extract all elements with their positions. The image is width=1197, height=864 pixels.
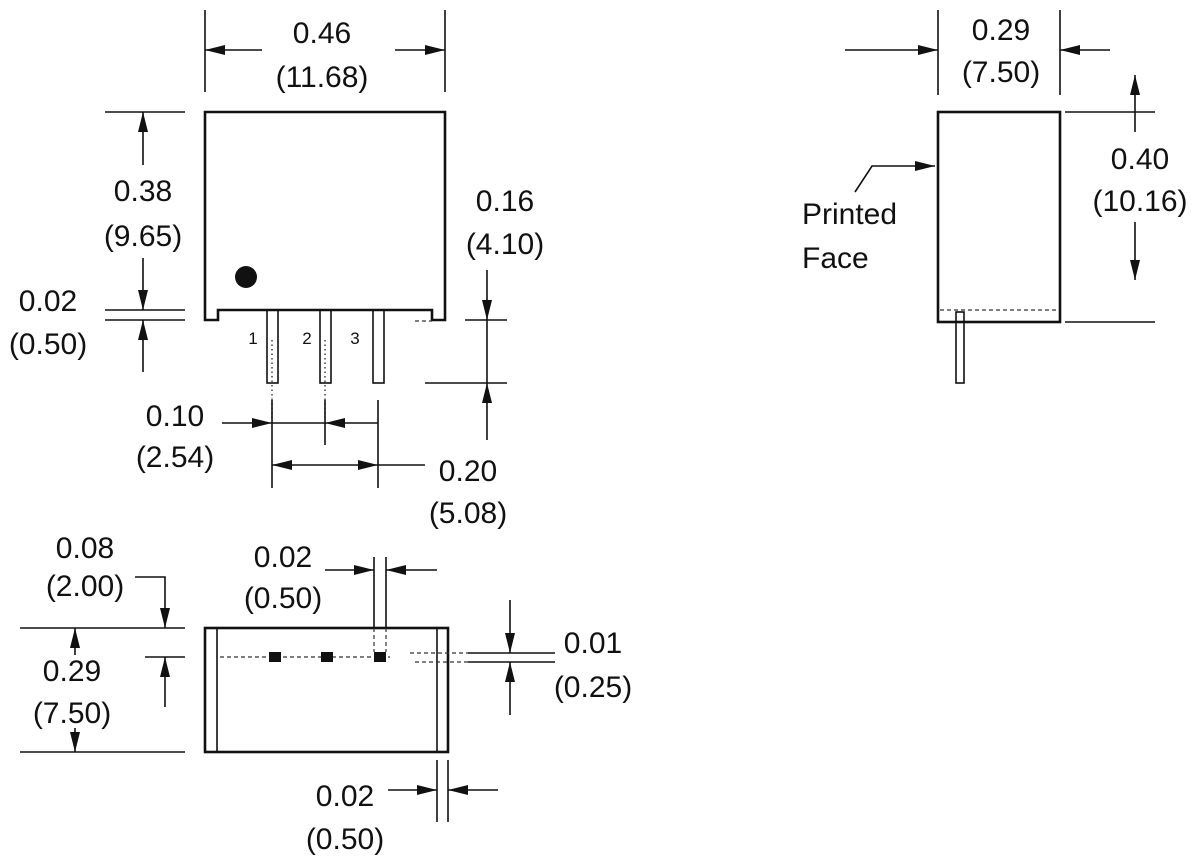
dim-pin-offset-mm: (2.00) [46,570,124,603]
dim-wall-mm: (0.50) [306,823,384,856]
dim-pin-thickness-mm: (0.25) [554,671,632,704]
pin-pad-1 [269,652,281,662]
pin-label-3: 3 [350,329,359,348]
dim-standoff-mm: (0.50) [9,328,87,361]
printed-face-label-2: Face [802,242,869,275]
dim-standoff-in: 0.02 [19,285,77,318]
dim-height-in: 0.38 [114,175,172,208]
dim-pin-thickness-in: 0.01 [564,627,622,660]
dim-pin-offset-in: 0.08 [56,532,114,565]
pins [266,309,432,420]
printed-face-label-1: Printed [802,198,897,231]
dim-pitch-in: 0.10 [146,400,204,433]
dim-depth-in: 0.29 [43,655,101,688]
dim-wall-in: 0.02 [316,780,374,813]
dim-width-mm: (11.68) [276,61,369,94]
dim-pin-length-in: 0.16 [476,185,534,218]
dim-thickness-mm: (7.50) [962,56,1040,89]
top-view: 1 2 3 0.46 (11.68) 0.38 (9.65) 0.02 (0.5… [9,10,544,530]
pin-pad-3 [374,652,386,662]
pin1-marker-dot [235,266,257,288]
pin-pad-2 [321,652,333,662]
side-view: 0.29 (7.50) 0.40 (10.16) Printed Face [802,10,1188,384]
dim-pin-width-in: 0.02 [254,541,312,574]
dim-height-mm: (9.65) [104,220,182,253]
dim-pin-length-mm: (4.10) [466,228,544,261]
dim-side-height-in: 0.40 [1111,143,1169,176]
dim-pitch-mm: (2.54) [136,441,214,474]
pin-label-1: 1 [248,329,257,348]
dim-span-in: 0.20 [439,455,497,488]
dim-width-in: 0.46 [293,17,351,50]
dim-thickness-in: 0.29 [972,14,1030,47]
dim-depth-mm: (7.50) [33,697,111,730]
dim-span-mm: (5.08) [429,497,507,530]
package-outline [203,110,447,322]
side-pin [955,311,965,384]
package-bottom-outline [203,626,450,754]
dim-pin-width-mm: (0.50) [244,582,322,615]
dim-side-height-mm: (10.16) [1092,185,1187,218]
package-side-outline [936,110,1062,324]
bottom-view: 0.01 (0.25) 0.08 (2.00) 0.29 (7.50) 0.02… [20,532,632,856]
pin-label-2: 2 [302,329,311,348]
